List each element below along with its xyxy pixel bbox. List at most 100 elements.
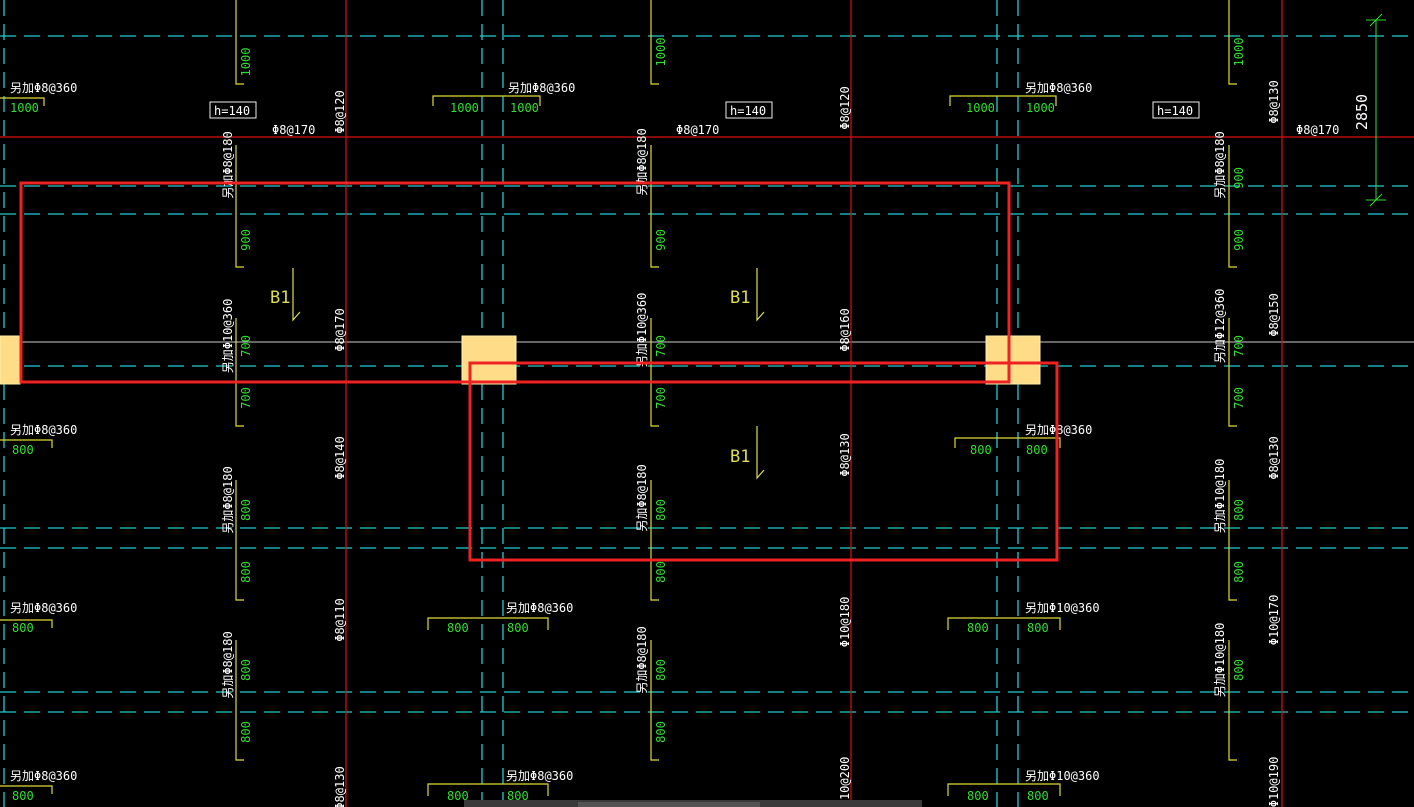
dim-800-a3: 800 bbox=[239, 659, 253, 681]
add-label-r4a: 另加Φ8@360 bbox=[10, 769, 77, 783]
vadd-c1: 另加Φ8@180 bbox=[1213, 131, 1227, 198]
add-label-r3a: 另加Φ8@360 bbox=[10, 601, 77, 615]
slab-label-3: B1 bbox=[730, 447, 750, 467]
vreb-c1-1: Φ8@120 bbox=[333, 90, 347, 133]
dim-800-r3e: 800 bbox=[1027, 621, 1049, 635]
highlight-box-1 bbox=[19, 181, 1011, 384]
slab-arrow-3-icon bbox=[756, 426, 765, 480]
dim-800-r3d: 800 bbox=[967, 621, 989, 635]
dim-800-b4: 800 bbox=[654, 721, 668, 743]
dim-800-r2a: 800 bbox=[12, 443, 34, 457]
highlight-box-2 bbox=[468, 361, 1059, 562]
dim-2850-label: 2850 bbox=[1353, 94, 1371, 130]
columns[interactable] bbox=[0, 335, 1041, 385]
vreb-c2-5: Φ10@200 bbox=[838, 757, 852, 807]
vreb-c3-1: Φ8@130 bbox=[1267, 80, 1281, 123]
dim-800-a2: 800 bbox=[239, 561, 253, 583]
add-label-r3c: 另加Φ10@360 bbox=[1025, 601, 1100, 615]
add-label-r4b: 另加Φ8@360 bbox=[506, 769, 573, 783]
vadd-c3: 另加Φ10@180 bbox=[1213, 459, 1227, 534]
dim-800-b2: 800 bbox=[654, 561, 668, 583]
additional-rebar-brackets bbox=[0, 0, 1237, 796]
dim-800-r4e: 800 bbox=[1027, 789, 1049, 803]
vadd-b2: 另加Φ10@360 bbox=[635, 293, 649, 368]
dim-top-4: 1000 bbox=[966, 101, 995, 115]
dim-700-a2: 700 bbox=[239, 387, 253, 409]
dim-800-a1: 800 bbox=[239, 499, 253, 521]
h-label-1: h=140 bbox=[214, 104, 250, 118]
dim-1000-b: 1000 bbox=[654, 38, 668, 67]
dim-700-c2: 700 bbox=[1232, 387, 1246, 409]
dim-800-r4d: 800 bbox=[967, 789, 989, 803]
dim-800-r4c: 800 bbox=[507, 789, 529, 803]
vreb-c3-5: Φ10@190 bbox=[1267, 757, 1281, 807]
dim-800-r4b: 800 bbox=[447, 789, 469, 803]
add-label-r2a: 另加Φ8@360 bbox=[10, 423, 77, 437]
dim-800-r2b: 800 bbox=[970, 443, 992, 457]
dim-800-r3a: 800 bbox=[12, 621, 34, 635]
dim-900-b: 900 bbox=[654, 229, 668, 251]
vreb-c1-2: Φ8@170 bbox=[333, 308, 347, 351]
slab-label-1: B1 bbox=[270, 288, 290, 308]
dimension-2850: 2850 bbox=[1353, 13, 1386, 207]
vreb-c1-3: Φ8@140 bbox=[333, 436, 347, 479]
slab-thickness-boxes bbox=[209, 101, 1200, 119]
dim-800-b1: 800 bbox=[654, 499, 668, 521]
dim-800-r3c: 800 bbox=[507, 621, 529, 635]
vertical-labels-col-c: 1000 另加Φ8@180 900 900 另加Φ12@360 700 700 … bbox=[1213, 38, 1246, 698]
slab-arrow-1-icon bbox=[292, 268, 301, 322]
vreb-c2-3: Φ8@130 bbox=[838, 433, 852, 476]
h-label-3: h=140 bbox=[1157, 104, 1193, 118]
beam-lines-horizontal bbox=[0, 35, 1414, 713]
rebar-label-h1: Φ8@170 bbox=[272, 123, 315, 137]
slab-label-2: B1 bbox=[730, 288, 750, 308]
slab-arrow-2-icon bbox=[756, 268, 765, 322]
add-label-r1a: 另加Φ8@360 bbox=[10, 81, 77, 95]
dim-top-3: 1000 bbox=[510, 101, 539, 115]
dim-700-b1: 700 bbox=[654, 335, 668, 357]
dim-800-r4a: 800 bbox=[12, 789, 34, 803]
dim-800-a4: 800 bbox=[239, 721, 253, 743]
dim-700-a1: 700 bbox=[239, 335, 253, 357]
dim-700-c1: 700 bbox=[1232, 335, 1246, 357]
vadd-c2: 另加Φ12@360 bbox=[1213, 289, 1227, 364]
add-label-r1b: 另加Φ8@360 bbox=[508, 81, 575, 95]
vreb-c3-3: Φ8@130 bbox=[1267, 436, 1281, 479]
vreb-c2-4: Φ10@180 bbox=[838, 597, 852, 648]
vreb-c2-2: Φ8@160 bbox=[838, 308, 852, 351]
slab-labels[interactable]: B1 B1 B1 bbox=[270, 268, 765, 480]
dim-900-a: 900 bbox=[239, 229, 253, 251]
dim-800-c2: 800 bbox=[1232, 561, 1246, 583]
dim-1000-c: 1000 bbox=[1232, 38, 1246, 67]
dim-800-c3: 800 bbox=[1232, 659, 1246, 681]
bottom-toolbar-field[interactable] bbox=[578, 802, 760, 807]
dim-800-c1: 800 bbox=[1232, 499, 1246, 521]
dim-top-5: 1000 bbox=[1026, 101, 1055, 115]
vadd-b1: 另加Φ8@180 bbox=[635, 128, 649, 195]
dim-800-r3b: 800 bbox=[447, 621, 469, 635]
dim-800-b3: 800 bbox=[654, 659, 668, 681]
vreb-c1-4: Φ8@110 bbox=[333, 598, 347, 641]
dim-700-b2: 700 bbox=[654, 387, 668, 409]
vreb-c2-1: Φ8@120 bbox=[838, 86, 852, 129]
dim-900-c2: 900 bbox=[1232, 229, 1246, 251]
rebar-label-h2: Φ8@170 bbox=[676, 123, 719, 137]
vreb-c1-5: Φ8@130 bbox=[333, 766, 347, 807]
vreb-c3-4: Φ10@170 bbox=[1267, 595, 1281, 646]
h-label-2: h=140 bbox=[730, 104, 766, 118]
vadd-b4: 另加Φ8@180 bbox=[635, 626, 649, 693]
vertical-rebar-labels: Φ8@120 Φ8@170 Φ8@140 Φ8@110 Φ8@130 Φ8@12… bbox=[333, 80, 1281, 807]
add-label-r1c: 另加Φ8@360 bbox=[1025, 81, 1092, 95]
highlight-boxes[interactable] bbox=[19, 181, 1059, 562]
vadd-a1: 另加Φ8@180 bbox=[221, 131, 235, 198]
vadd-b3: 另加Φ8@180 bbox=[635, 464, 649, 531]
vadd-a2: 另加Φ10@360 bbox=[221, 299, 235, 374]
vadd-a3: 另加Φ8@180 bbox=[221, 466, 235, 533]
dim-top-1: 1000 bbox=[10, 101, 39, 115]
add-label-r4c: 另加Φ10@360 bbox=[1025, 769, 1100, 783]
vertical-labels-col-a: 1000 另加Φ8@180 900 另加Φ10@360 700 700 另加Φ8… bbox=[221, 48, 253, 743]
add-label-r3b: 另加Φ8@360 bbox=[506, 601, 573, 615]
beam-lines-vertical bbox=[3, 0, 1019, 807]
add-label-r2b: 另加Φ8@360 bbox=[1025, 423, 1092, 437]
